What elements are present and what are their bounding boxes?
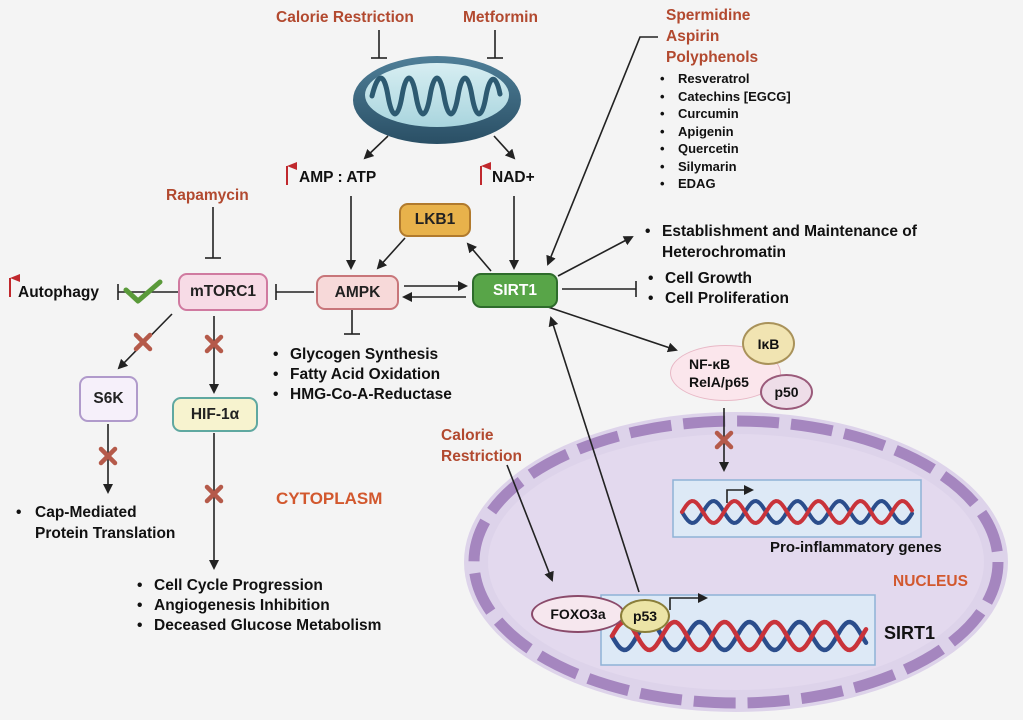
amp-atp-label: AMP : ATP: [299, 169, 377, 186]
sirt1-to-nfkb-arrow: [547, 306, 678, 353]
transcription-start-arrow-2: [669, 593, 708, 610]
dna-strand: [609, 619, 869, 653]
heterochromatin-effect: • Establishment and Maintenance of Hetero…: [645, 221, 917, 263]
sirt1-node: SIRT1: [472, 273, 558, 308]
growth-effects-list: Cell Growth Cell Proliferation: [648, 269, 789, 309]
block-x-icon-cellcycle: [204, 484, 224, 504]
pro-inflammatory-genes-label: Pro-inflammatory genes: [770, 539, 942, 556]
pro-inflammatory-dna-box: [672, 479, 922, 538]
aspirin-label: Aspirin: [666, 28, 720, 45]
dna-helix-pro-inflammatory: [680, 498, 914, 526]
list-item: Resveratrol: [660, 70, 791, 88]
mtorc1-node: mTORC1: [178, 273, 268, 311]
nucleus-label: NUCLEUS: [893, 573, 968, 590]
metformin-label: Metformin: [463, 9, 538, 26]
mitochondrion-icon: [353, 56, 521, 144]
list-item: Angiogenesis Inhibition: [137, 596, 381, 616]
block-x-icon-nfkb: [714, 430, 734, 450]
bullet: •: [645, 223, 651, 240]
foxo3a-node: FOXO3a: [531, 595, 625, 633]
list-item: Fatty Acid Oxidation: [273, 365, 452, 385]
activators-title: Spermidine Aspirin Polyphenols: [666, 5, 758, 68]
check-icon: [123, 279, 163, 304]
cr-nucleus-line-1: Calorie: [441, 427, 494, 444]
p50-node: p50: [760, 374, 813, 410]
translation-line-1: Cap-Mediated: [35, 504, 137, 521]
rapamycin-label: Rapamycin: [166, 187, 249, 204]
cr-nucleus-line-2: Restriction: [441, 448, 522, 465]
polyphenol-list: Resveratrol Catechins [EGCG] Curcumin Ap…: [660, 70, 791, 193]
heterochromatin-line-2: Heterochromatin: [662, 244, 787, 261]
list-item: Cell Cycle Progression: [137, 576, 381, 596]
translation-line-2: Protein Translation: [35, 525, 176, 542]
nfkb-label: NF-κB: [689, 356, 731, 372]
list-item: EDAG: [660, 175, 791, 193]
calorie-restriction-label: Calorie Restriction: [276, 9, 414, 26]
hif1a-node: HIF-1α: [172, 397, 258, 432]
calorie-restriction-nucleus-label: Calorie Restriction: [441, 425, 522, 467]
mito-to-nad-arrow: [493, 135, 516, 160]
list-item: Glycogen Synthesis: [273, 345, 452, 365]
hif-effects-list: Cell Cycle Progression Angiogenesis Inhi…: [137, 576, 381, 636]
spermidine-label: Spermidine: [666, 7, 751, 24]
ampk-effects-list: Glycogen Synthesis Fatty Acid Oxidation …: [273, 345, 452, 405]
ikb-node: IκB: [742, 322, 795, 365]
block-x-icon-s6k: [133, 332, 153, 352]
list-item: Cell Proliferation: [648, 289, 789, 309]
dna-strand: [680, 498, 914, 526]
cr-to-foxo3a-arrow: [506, 464, 554, 582]
list-item: Apigenin: [660, 123, 791, 141]
heterochromatin-line-1: Establishment and Maintenance of: [662, 223, 917, 240]
translation-effect: • Cap-Mediated Protein Translation: [16, 502, 175, 544]
list-item: HMG-Co-A-Reductase: [273, 385, 452, 405]
mito-to-ampatp-arrow: [363, 135, 389, 160]
list-item: Cell Growth: [648, 269, 789, 289]
p53-to-sirt1-arrow: [548, 316, 640, 593]
list-item: Curcumin: [660, 105, 791, 123]
block-x-icon-hif: [204, 334, 224, 354]
lkb1-to-ampk-arrow: [376, 237, 406, 270]
polyphenols-label: Polyphenols: [666, 49, 759, 66]
list-item: Quercetin: [660, 140, 791, 158]
s6k-node: S6K: [79, 376, 138, 422]
list-item: Deceased Glucose Metabolism: [137, 616, 381, 636]
rela-p65-label: RelA/p65: [689, 374, 749, 390]
activators-to-sirt1-arrow: [546, 36, 658, 266]
nad-label: NAD+: [492, 169, 535, 186]
bullet: •: [16, 504, 22, 521]
dna-strand: [680, 498, 914, 526]
p53-node: p53: [620, 599, 670, 633]
sirt1-to-lkb1-arrow: [466, 242, 492, 272]
autophagy-label: Autophagy: [18, 284, 99, 301]
sirt1-gene-label: SIRT1: [884, 623, 936, 643]
list-item: Catechins [EGCG]: [660, 88, 791, 106]
cytoplasm-label: CYTOPLASM: [276, 489, 383, 508]
block-x-icon-translation: [98, 446, 118, 466]
transcription-start-arrow-1: [726, 485, 754, 503]
lkb1-node: LKB1: [399, 203, 471, 237]
sirt1-to-heterochromatin-arrow: [557, 236, 634, 277]
ampk-node: AMPK: [316, 275, 399, 310]
list-item: Silymarin: [660, 158, 791, 176]
